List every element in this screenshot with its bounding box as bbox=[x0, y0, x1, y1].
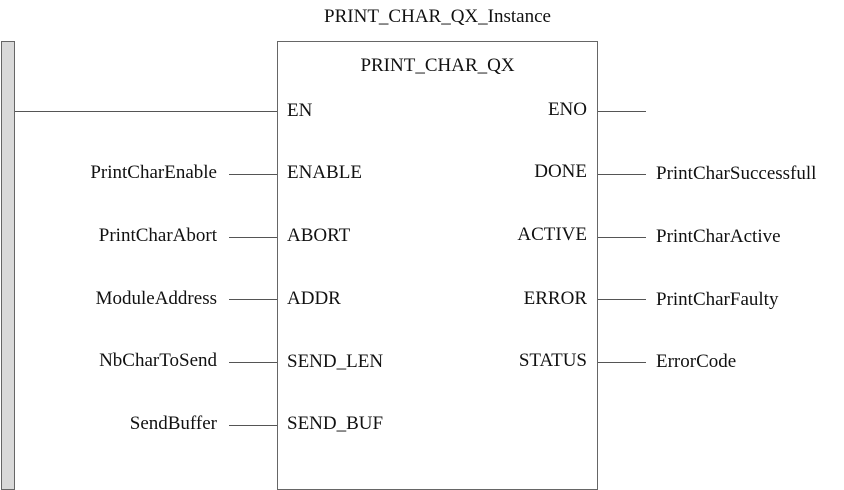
pin-error: ERROR bbox=[523, 288, 587, 309]
input-variable-send-buf: SendBuffer bbox=[129, 413, 217, 434]
input-wire-send-buf bbox=[229, 425, 277, 426]
input-variable-enable: PrintCharEnable bbox=[90, 162, 217, 183]
en-wire bbox=[15, 111, 277, 112]
pin-abort: ABORT bbox=[287, 225, 351, 246]
pin-send-buf: SEND_BUF bbox=[287, 413, 384, 434]
pin-done: DONE bbox=[534, 161, 587, 182]
power-rail bbox=[1, 41, 15, 490]
input-variable-addr: ModuleAddress bbox=[95, 288, 217, 309]
output-variable-done: PrintCharSuccessfull bbox=[656, 163, 817, 184]
input-variable-send-len: NbCharToSend bbox=[99, 350, 217, 371]
pin-eno: ENO bbox=[547, 99, 587, 120]
input-wire-addr bbox=[229, 299, 277, 300]
output-wire-status bbox=[598, 362, 646, 363]
pin-addr: ADDR bbox=[287, 288, 341, 309]
function-block[interactable] bbox=[277, 41, 598, 490]
pin-send-len: SEND_LEN bbox=[287, 351, 384, 372]
output-wire-active bbox=[598, 237, 646, 238]
output-wire-eno bbox=[598, 111, 646, 112]
output-variable-active: PrintCharActive bbox=[656, 226, 781, 247]
pin-en: EN bbox=[287, 100, 313, 121]
pin-status: STATUS bbox=[518, 350, 587, 371]
output-variable-status: ErrorCode bbox=[656, 351, 737, 372]
output-variable-error: PrintCharFaulty bbox=[656, 289, 779, 310]
output-wire-error bbox=[598, 299, 646, 300]
pin-active: ACTIVE bbox=[517, 224, 587, 245]
output-wire-done bbox=[598, 174, 646, 175]
block-type: PRINT_CHAR_QX bbox=[360, 55, 515, 76]
input-wire-abort bbox=[229, 237, 277, 238]
input-wire-send-len bbox=[229, 362, 277, 363]
pin-enable: ENABLE bbox=[287, 162, 362, 183]
input-variable-abort: PrintCharAbort bbox=[98, 225, 217, 246]
instance-name: PRINT_CHAR_QX_Instance bbox=[324, 6, 551, 27]
input-wire-enable bbox=[229, 174, 277, 175]
